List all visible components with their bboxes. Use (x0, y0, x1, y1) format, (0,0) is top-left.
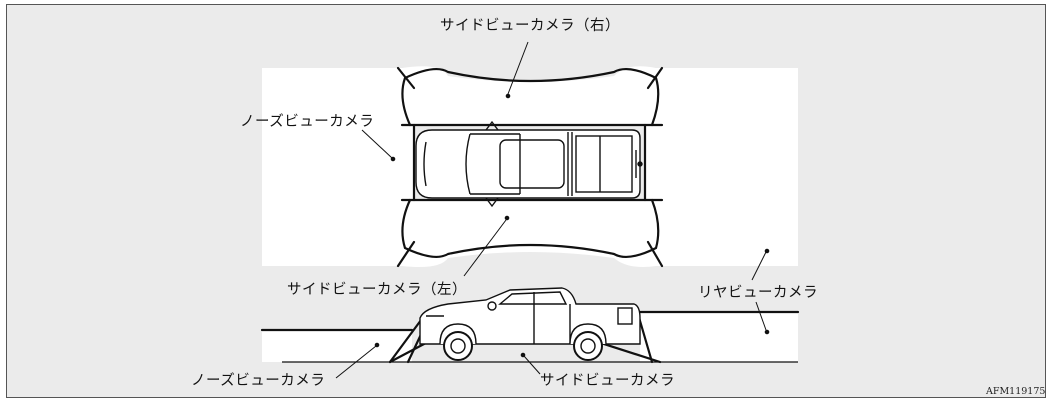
label-side-camera-bottom: サイドビューカメラ (540, 373, 675, 389)
vehicle-side-view (419, 287, 641, 361)
leader-nose-bottom (335, 345, 377, 379)
nose-camera-zone (262, 68, 414, 266)
label-nose-camera-top: ノーズビューカメラ (240, 114, 375, 130)
leader-lines (335, 41, 770, 379)
rear-ground-zone (640, 312, 798, 362)
leader-side-left (463, 219, 507, 277)
corner-line (646, 240, 664, 268)
label-nose-camera-bottom: ノーズビューカメラ (191, 373, 326, 389)
leader-rear-upper (751, 251, 767, 281)
leader-nose-top (361, 129, 393, 159)
vehicle-top-view (415, 120, 643, 208)
nose-camera-ray (388, 314, 426, 364)
rear-camera-zone (645, 68, 798, 266)
corner-line (396, 240, 416, 268)
figure-code: AFM119175 (986, 386, 1046, 397)
label-side-camera-right: サイドビューカメラ（右） (440, 18, 620, 34)
leader-side-right (507, 41, 529, 95)
nose-ground-zone (262, 330, 412, 362)
leader-rear-lower (755, 301, 767, 331)
leader-side-bottom (523, 355, 541, 375)
corner-line (396, 66, 416, 90)
side-left-zone-boundary (401, 198, 660, 259)
label-rear-camera: リヤビューカメラ (698, 285, 818, 301)
side-view (260, 287, 800, 364)
label-side-camera-left: サイドビューカメラ（左） (287, 282, 467, 298)
corner-line (646, 66, 664, 90)
side-right-zone (402, 66, 660, 125)
top-view (262, 66, 798, 268)
